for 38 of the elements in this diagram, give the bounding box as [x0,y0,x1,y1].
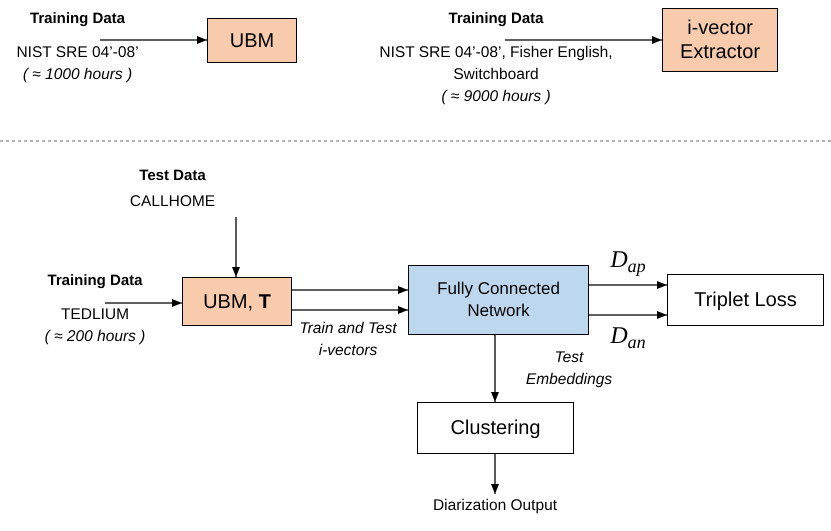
box-label: Triplet Loss [693,288,798,312]
process-box [408,265,589,335]
source-heading: Test Data [138,166,207,186]
arrow [589,311,667,319]
source-detail: ( ≈ 9000 hours ) [440,87,552,107]
process-box [182,277,292,326]
arrow [232,217,240,277]
arrow [491,454,499,494]
arrow [292,286,408,294]
process-box [662,8,778,72]
source-detail: ( ≈ 1000 hours ) [22,65,134,85]
edge-label: D$_{an}$ [609,322,647,350]
box-label: Clustering [449,416,542,440]
box-label: Diarization Output [432,496,558,516]
box-label: i-vector Extractor [678,16,762,64]
arrow [105,299,182,307]
edge-label: Train and Test i-vectors [298,319,398,361]
edge-label: Test Embeddings [525,348,613,390]
source-heading: Training Data [447,9,545,29]
process-box [667,274,824,326]
process-box [207,18,297,63]
source-heading: Training Data [46,271,144,291]
source-detail: CALLHOME [128,192,216,212]
arrow [491,335,499,402]
source-detail: NIST SRE 04’-08’ [15,43,140,63]
arrow [589,281,667,289]
source-detail: TEDLIUM [60,305,130,325]
box-label: UBM [228,28,276,52]
edge-label: D$_{ap}$ [609,246,647,274]
box-label: UBM, T [202,290,272,314]
source-detail: NIST SRE 04’-08’, Fisher English, Switchboard [378,43,614,85]
box-label: Fully Connected Network [436,278,561,322]
process-box [417,402,574,454]
arrow [100,36,207,44]
source-detail: ( ≈ 200 hours ) [44,327,146,347]
arrow [505,36,662,44]
source-heading: Training Data [28,9,126,29]
arrow [292,306,408,314]
